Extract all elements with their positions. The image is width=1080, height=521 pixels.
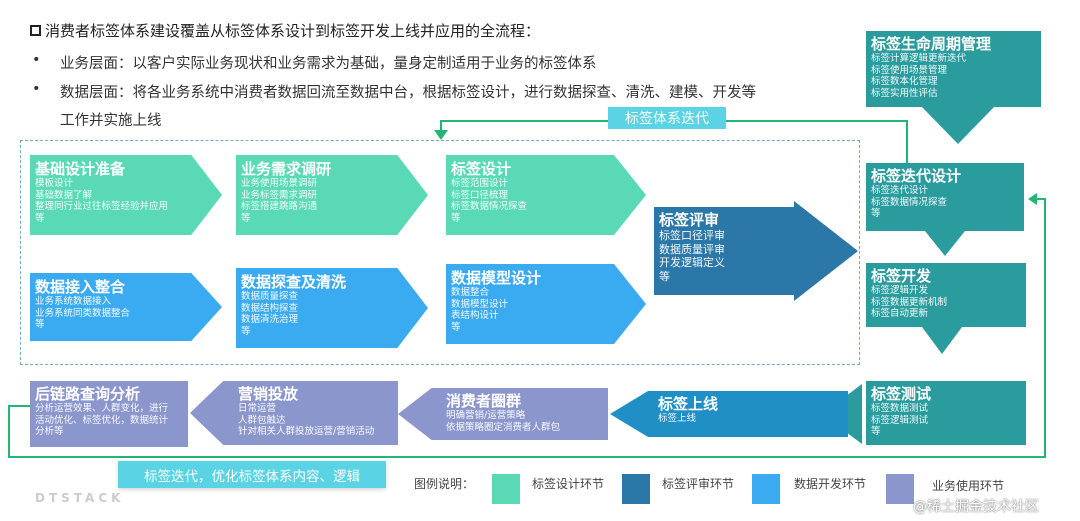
brand-logo-text: DTSTACK xyxy=(35,491,125,505)
step-data-exploration: 数据探查及清洗 数据质量探查 数据结构探查 数据清洗治理 等 xyxy=(236,268,428,348)
loop-arrow-down-icon xyxy=(434,130,448,140)
page-title: 消费者标签体系建设覆盖从标签体系设计到标签开发上线并应用的全流程： xyxy=(30,20,540,41)
step-consumer-segment: 消费者圈群 明确营销/运营策略 依据策略圈定消费者人群包 xyxy=(398,388,608,440)
step-tag-review: 标签评审 标签口径评审 数据质量评审 开发逻辑定义 等 xyxy=(654,207,794,295)
legend-label: 图例说明： xyxy=(414,477,475,491)
loop-line-left-stub xyxy=(8,405,30,407)
legend-item-design: 标签设计环节 xyxy=(532,477,605,491)
step-iteration-design: 标签迭代设计 标签迭代设计 标签数据情况探查 等 xyxy=(866,163,1024,231)
step-data-model: 数据模型设计 数据整合 数据模型设计 表结构设计 等 xyxy=(446,264,646,344)
loop-line-top-vertical-right xyxy=(906,120,908,168)
step-lifecycle-mgmt: 标签生命周期管理 标签计算逻辑更新迭代 标签使用场景管理 标签数本化管理 标签实… xyxy=(866,31,1041,107)
legend-item-use: 业务使用环节 xyxy=(932,479,1005,493)
bullet-data: • 数据层面：将各业务系统中消费者数据回流至数据中台，根据标签设计，进行数据探查… xyxy=(32,81,756,101)
watermark-text: @稀土掘金技术社区 xyxy=(913,499,1039,515)
legend-item-review: 标签评审环节 xyxy=(662,477,735,491)
legend-swatch-design xyxy=(492,474,520,504)
step-business-research: 业务需求调研 业务使用场景调研 业务标签需求调研 标签搭建跳路沟通 等 xyxy=(236,155,428,235)
legend-swatch-use xyxy=(886,474,914,504)
step-marketing: 营销投放 日常运营 人群包触达 针对相关人群投放运营/营销活动 xyxy=(190,381,398,445)
square-bullet-icon xyxy=(30,25,41,36)
loop-line-top-vertical-left xyxy=(440,120,442,134)
lifecycle-arrow-down-icon xyxy=(922,107,994,144)
step-tag-test: 标签测试 标签数据测试 标签逻辑测试 等 xyxy=(866,381,1026,445)
legend-item-dev: 数据开发环节 xyxy=(794,477,867,491)
page-title-text: 消费者标签体系建设覆盖从标签体系设计到标签开发上线并应用的全流程： xyxy=(45,22,541,40)
loop-line-bottom-left-vertical xyxy=(8,405,10,458)
optimization-banner: 标签迭代，优化标签体系内容、逻辑 xyxy=(118,461,386,488)
design-dev-region xyxy=(20,140,860,365)
step-data-integration: 数据接入整合 业务系统数据接入 业务系统同类数据整合 等 xyxy=(30,273,222,341)
loop-line-right-horizontal xyxy=(1034,198,1046,200)
iteration-arrow-down-icon xyxy=(925,231,965,256)
review-arrow-right-icon xyxy=(794,201,858,301)
legend-swatch-dev xyxy=(752,474,780,504)
legend-swatch-review xyxy=(622,474,650,504)
step-post-analysis: 后链路查询分析 分析运营效果、人群变化，进行 活动优化、标签优化，数据统计 分析… xyxy=(30,381,188,447)
bullet-data-cont: 工作并实施上线 xyxy=(60,113,162,129)
step-tag-dev: 标签开发 标签逻辑开发 标签数据更新机制 标签自动更新 xyxy=(866,263,1026,327)
loop-line-bottom-horizontal xyxy=(8,456,1046,458)
step-tag-design: 标签设计 标签范围设计 标签口径梳理 标签数据情况探查 等 xyxy=(446,155,646,235)
iteration-banner: 标签体系迭代 xyxy=(608,107,726,129)
step-tag-launch: 标签上线 标签上线 xyxy=(610,391,848,437)
dev-arrow-down-icon xyxy=(922,327,962,354)
step-basic-design: 基础设计准备 模板设计 基础数据了解 整理同行业过往标签经验并应用 等 xyxy=(30,155,222,235)
loop-arrow-left-icon xyxy=(1028,193,1037,205)
loop-line-right-vertical xyxy=(1044,198,1046,458)
bullet-dot-icon: • xyxy=(32,81,41,97)
bullet-dot-icon: • xyxy=(32,52,41,68)
bullet-business: • 业务层面：以客户实际业务现状和业务需求为基础，量身定制适用于业务的标签体系 xyxy=(32,52,597,72)
